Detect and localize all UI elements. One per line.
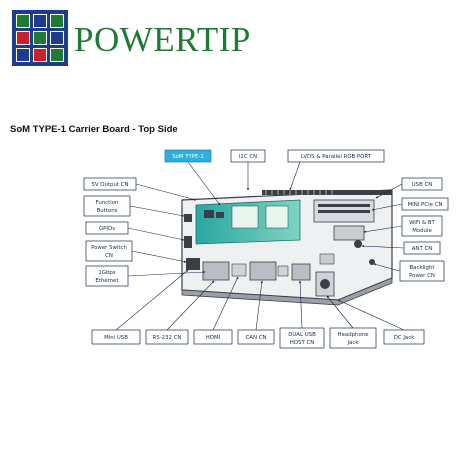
callout-i2c-cn: I2C CN (230, 149, 266, 163)
svg-text:WiFi & BT: WiFi & BT (409, 220, 435, 226)
carrier-board-diagram: SoM TYPE-1 I2C CN LVDS & Parallel RGB PO… (83, 149, 449, 349)
callout-power-switch-cn: Power Switch CN (85, 240, 133, 262)
callout-wifi-bt-module: WiFi & BT Module (401, 215, 443, 237)
svg-text:RS-232 CN: RS-232 CN (153, 335, 182, 341)
svg-text:Power Switch: Power Switch (91, 245, 127, 251)
svg-text:DUAL USB: DUAL USB (288, 332, 316, 338)
svg-text:CN: CN (105, 253, 113, 259)
callout-mini-pcie-cn: MINI PCIe CN (401, 197, 449, 211)
svg-text:Ethernet: Ethernet (95, 278, 118, 284)
callout-usb-cn: USB CN (401, 177, 443, 191)
logo-grid-icon (12, 10, 68, 66)
page-title: SoM TYPE-1 Carrier Board - Top Side (10, 124, 178, 135)
svg-text:Mini USB: Mini USB (104, 335, 128, 341)
svg-text:Jack: Jack (347, 340, 360, 346)
callout-lvds-rgb-port: LVDS & Parallel RGB PORT (287, 149, 385, 163)
callout-backlight-power-cn: Backlight Power CN (399, 260, 445, 282)
svg-text:USB CN: USB CN (412, 182, 433, 188)
svg-text:Function: Function (96, 200, 119, 206)
callout-som-type1: SoM TYPE-1 (164, 149, 212, 163)
callout-gpios: GPIOs (85, 221, 129, 235)
callout-5v-output-cn: 5V Output CN (83, 177, 137, 191)
callout-rs232-cn: RS-232 CN (145, 329, 189, 345)
powertip-logo: POWERTIP (12, 10, 250, 66)
svg-text:Headphone: Headphone (338, 332, 370, 338)
callout-dc-jack: DC Jack (383, 329, 425, 345)
callout-mini-usb: Mini USB (91, 329, 141, 345)
svg-text:Power CN: Power CN (409, 273, 435, 279)
callout-function-buttons: Function Buttons (83, 195, 131, 217)
svg-text:HDMI: HDMI (206, 335, 221, 341)
callout-headphone-jack: Headphone Jack (329, 327, 377, 349)
callout-1gbps-ethernet: 1Gbps Ethernet (85, 265, 129, 287)
svg-text:5V Output CN: 5V Output CN (91, 182, 128, 188)
svg-text:DC Jack: DC Jack (394, 335, 415, 341)
svg-text:Module: Module (412, 228, 432, 234)
svg-text:1Gbps: 1Gbps (98, 270, 115, 276)
callout-ant-cn: ANT CN (403, 241, 441, 255)
callout-dual-usb-host-cn: DUAL USB HOST CN (279, 327, 325, 349)
svg-text:HOST CN: HOST CN (290, 340, 315, 346)
svg-text:Backlight: Backlight (409, 265, 434, 271)
svg-text:SoM TYPE-1: SoM TYPE-1 (172, 154, 204, 160)
svg-text:CAN CN: CAN CN (246, 335, 267, 341)
callout-can-cn: CAN CN (237, 329, 275, 345)
carrier-board (181, 189, 393, 306)
svg-text:ANT CN: ANT CN (412, 246, 433, 252)
callout-hdmi: HDMI (193, 329, 233, 345)
svg-text:MINI PCIe CN: MINI PCIe CN (407, 202, 442, 208)
svg-text:I2C CN: I2C CN (239, 154, 257, 160)
svg-text:LVDS & Parallel RGB PORT: LVDS & Parallel RGB PORT (301, 154, 372, 160)
svg-text:GPIOs: GPIOs (99, 226, 115, 232)
svg-text:Buttons: Buttons (97, 208, 118, 214)
brand-name: POWERTIP (74, 20, 251, 59)
